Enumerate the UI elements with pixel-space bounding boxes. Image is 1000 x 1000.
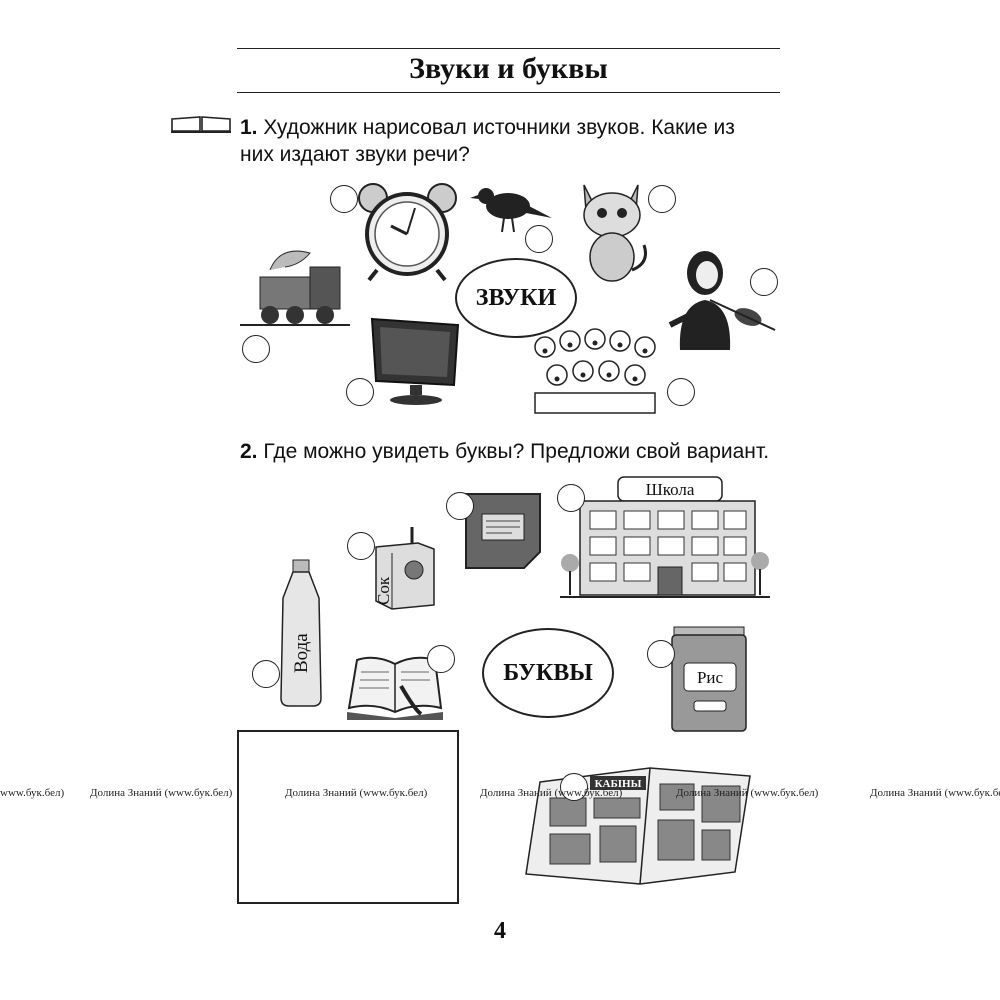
own-variant-box[interactable]	[237, 730, 459, 904]
title-rule-bottom	[237, 92, 780, 93]
answer-circle-monitor[interactable]	[346, 378, 374, 406]
task1-line2: них издают звуки речи?	[240, 143, 470, 166]
choir-icon	[534, 328, 656, 414]
answer-circle-newspaper[interactable]	[560, 773, 588, 801]
letters-oval: БУКВЫ	[482, 628, 614, 718]
rice-label: Рис	[697, 668, 724, 687]
answer-circle-book[interactable]	[427, 645, 455, 673]
watermark: Долина Знаний (www.бук.бел)	[90, 787, 233, 799]
task1-line1: Художник нарисовал источники звуков. Как…	[263, 116, 735, 139]
newspaper-label: КАБІНЫ	[595, 778, 642, 790]
monitor-icon	[370, 317, 460, 405]
juice-box-icon: Сок	[374, 527, 435, 610]
watermark-right-fragment: Долина Знаний (www.бук.бел)	[870, 787, 1000, 799]
violinist-icon	[668, 251, 776, 350]
answer-circle-clock[interactable]	[330, 185, 358, 213]
rice-bag-icon: Рис	[671, 626, 747, 732]
answer-circle-crow[interactable]	[525, 225, 553, 253]
school-icon: Школа	[560, 476, 770, 598]
task2-number: 2.	[240, 440, 258, 463]
crow-icon	[470, 188, 552, 233]
task2-line: Где можно увидеть буквы? Предложи свой в…	[263, 440, 770, 463]
tile-icon	[465, 493, 541, 569]
task2-text: 2. Где можно увидеть буквы? Предложи сво…	[240, 438, 800, 465]
answer-circle-train[interactable]	[242, 335, 270, 363]
answer-circle-tile[interactable]	[446, 492, 474, 520]
newspaper-icon: КАБІНЫ	[525, 767, 751, 885]
page-number: 4	[494, 918, 506, 944]
answer-circle-choir[interactable]	[667, 378, 695, 406]
answer-circle-school[interactable]	[557, 484, 585, 512]
watermark: Долина Знаний (www.бук.бел)	[285, 787, 428, 799]
answer-circle-rice[interactable]	[647, 640, 675, 668]
book-icon	[171, 116, 231, 133]
school-sign: Школа	[646, 480, 695, 499]
water-bottle-icon: Вода	[280, 559, 322, 707]
cat-icon	[583, 184, 647, 282]
task1-text: 1. Художник нарисовал источники звуков. …	[240, 114, 800, 168]
alarm-clock-icon	[358, 183, 457, 282]
sounds-oval: ЗВУКИ	[455, 258, 577, 338]
task1-number: 1.	[240, 116, 258, 139]
watermark: Долина Знаний (www.бук.бел)	[676, 787, 819, 799]
train-icon	[240, 250, 350, 326]
answer-circle-bottle[interactable]	[252, 660, 280, 688]
answer-circle-violinist[interactable]	[750, 268, 778, 296]
water-label: Вода	[291, 633, 312, 673]
title-rule-top	[237, 48, 780, 49]
watermark: Долина Знаний (www.бук.бел)	[480, 787, 623, 799]
juice-label: Сок	[374, 576, 393, 605]
answer-circle-cat[interactable]	[648, 185, 676, 213]
answer-circle-juice[interactable]	[347, 532, 375, 560]
watermark-left-fragment: www.бук.бел)	[0, 787, 65, 799]
page-title: Звуки и буквы	[409, 52, 608, 85]
